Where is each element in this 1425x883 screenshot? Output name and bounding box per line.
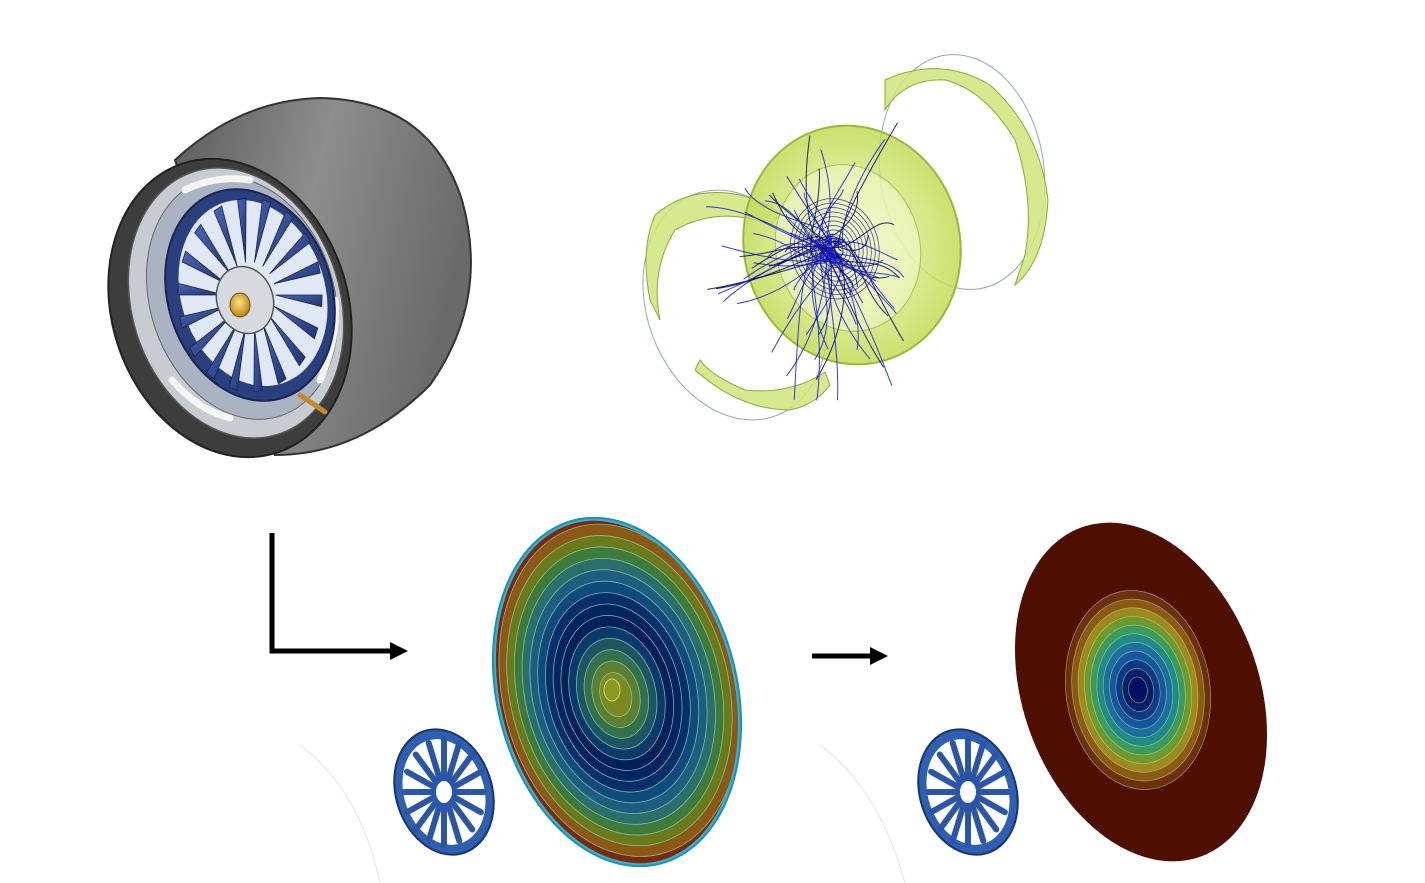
streamline-loop xyxy=(790,198,880,300)
fan-blade xyxy=(269,232,311,275)
fan-blade xyxy=(194,223,231,275)
elbow-arrow xyxy=(269,533,408,660)
fan-blade xyxy=(254,199,272,263)
streamline xyxy=(814,241,895,309)
streamline xyxy=(817,249,840,336)
fan-spoke xyxy=(976,768,1008,790)
streamline xyxy=(831,262,854,293)
fan-blade xyxy=(179,305,227,329)
fan-spoke xyxy=(936,751,963,785)
fan-blade xyxy=(213,205,238,267)
fan-spoke xyxy=(412,799,439,833)
rim-slot xyxy=(168,376,234,422)
left-ring-surface xyxy=(645,192,781,321)
fan-spoke xyxy=(445,740,463,782)
streamline xyxy=(771,257,840,353)
fan-blade xyxy=(237,197,247,263)
fan-blade xyxy=(262,210,294,267)
fan-spoke xyxy=(973,799,1000,833)
fan-spoke xyxy=(452,794,484,816)
fan-spoke xyxy=(445,802,463,844)
streamline xyxy=(834,239,900,279)
rim-slot xyxy=(181,175,254,194)
fan-spoke xyxy=(949,740,967,782)
streamline-loop xyxy=(818,229,852,269)
disc-outline xyxy=(493,518,741,866)
contour-bands xyxy=(1001,508,1279,876)
fan-hub xyxy=(956,777,980,807)
streamline-loop xyxy=(822,234,848,264)
fan-spoke xyxy=(404,768,436,790)
fan-blade xyxy=(262,323,287,385)
streamline xyxy=(798,178,833,264)
straight-arrow xyxy=(812,647,888,665)
contour-band xyxy=(1128,676,1148,704)
background-arc xyxy=(819,744,906,883)
streamline-bundle xyxy=(706,122,905,401)
fan-blade xyxy=(206,323,238,380)
fan-blade xyxy=(275,294,323,308)
fan-spoke xyxy=(404,794,436,816)
fan-spoke xyxy=(452,768,484,790)
left-ring-surface-low xyxy=(694,359,831,411)
fan-spoke xyxy=(449,799,476,833)
small-fan-ring xyxy=(393,728,495,856)
streamline xyxy=(837,122,899,252)
fan-spoke xyxy=(969,802,987,844)
fan-spoke xyxy=(425,740,443,782)
contour-result-2 xyxy=(1001,508,1279,876)
small-fan-ring xyxy=(917,728,1019,856)
fan-hub xyxy=(432,777,456,807)
streamline-loop xyxy=(814,225,856,273)
right-ring-surface xyxy=(884,68,1049,287)
fan-spoke xyxy=(425,802,443,844)
flow-streamlines xyxy=(642,54,1049,421)
fan-spoke xyxy=(449,751,476,785)
fan-blade xyxy=(189,315,231,358)
contour-bands xyxy=(490,512,750,868)
fan-blade xyxy=(253,327,263,393)
streamline xyxy=(834,241,889,317)
fan-spoke xyxy=(928,794,960,816)
contour-result-1 xyxy=(490,512,750,868)
background-arc xyxy=(299,744,381,883)
streamline-loop xyxy=(802,211,868,286)
fan-blades xyxy=(177,197,323,393)
contour-center xyxy=(603,678,621,702)
streamline xyxy=(793,236,834,400)
hub-axle xyxy=(229,292,251,318)
streamline-loop xyxy=(794,202,876,295)
streamline-loop xyxy=(810,220,860,277)
wheel-cad-model xyxy=(107,96,472,459)
streamline xyxy=(818,222,895,249)
fan-spoke xyxy=(976,794,1008,816)
fan-blade xyxy=(273,305,319,340)
streamline-loop xyxy=(798,207,872,291)
fan-spoke xyxy=(973,751,1000,785)
fan-blade xyxy=(177,282,225,296)
fan-blade xyxy=(228,327,246,391)
fan-spoke xyxy=(928,768,960,790)
fan-spoke xyxy=(412,751,439,785)
streamline-loop xyxy=(806,216,864,282)
streamline xyxy=(805,258,841,336)
fan-spoke xyxy=(969,740,987,782)
streamline xyxy=(811,254,837,350)
fan-blade xyxy=(273,261,321,285)
fan-blade xyxy=(269,315,306,367)
fan-spoke xyxy=(949,802,967,844)
rim-slot-gold xyxy=(297,392,328,415)
streamline-loop xyxy=(826,238,844,260)
fan-blade xyxy=(181,250,227,285)
fan-spoke xyxy=(936,799,963,833)
streamline xyxy=(721,240,825,262)
streamline xyxy=(753,262,826,267)
